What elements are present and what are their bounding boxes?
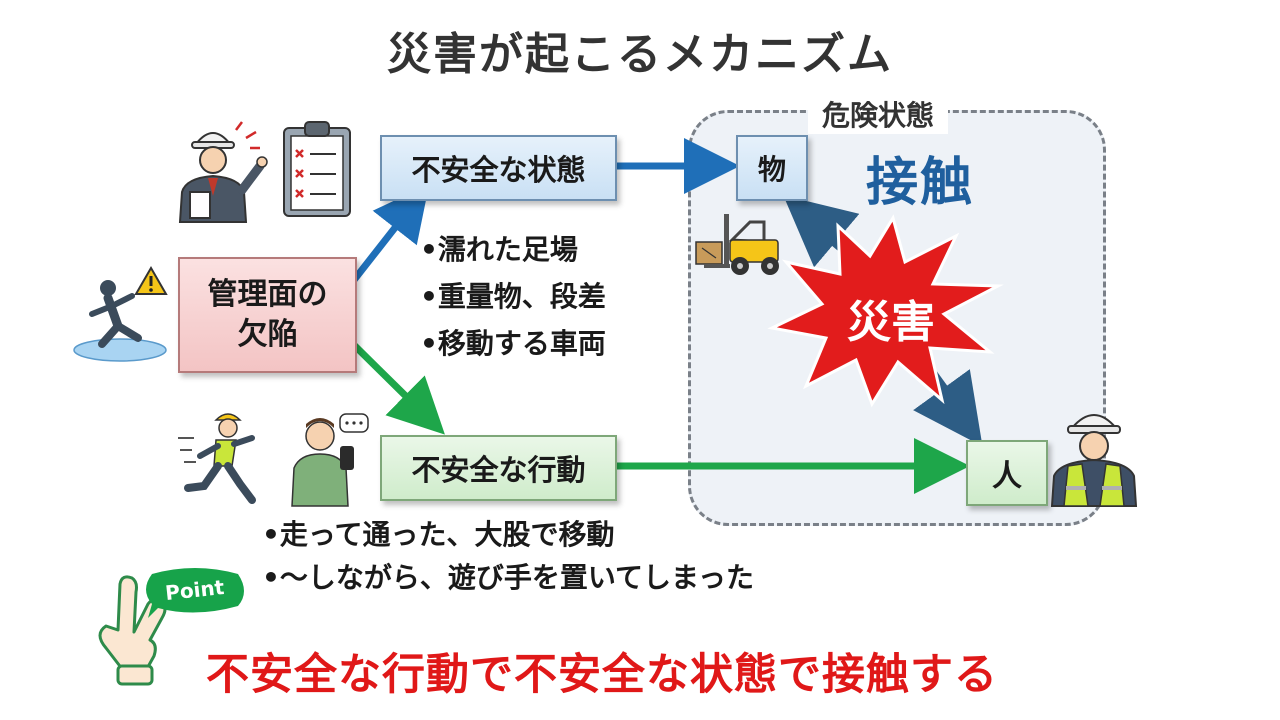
contact-label: 接触 bbox=[866, 153, 975, 213]
object-box: 物 bbox=[736, 135, 808, 201]
checklist-icon bbox=[283, 121, 351, 217]
management-defect-line-1: 管理面の bbox=[207, 277, 328, 312]
list-item: •移動する車両 bbox=[420, 327, 606, 360]
warning-icon bbox=[134, 265, 168, 295]
page-title: 災害が起こるメカニズム bbox=[387, 29, 893, 80]
running-worker-icon bbox=[178, 413, 256, 504]
arrow-mgmt-to-action bbox=[351, 342, 445, 435]
point-badge: Point bbox=[146, 568, 244, 618]
smartphone-user-icon bbox=[291, 413, 369, 507]
unsafe-action-examples: •走って通った、大股で移動 •〜しながら、遊び手を置いてしまった bbox=[262, 513, 754, 599]
list-item: •濡れた足場 bbox=[420, 233, 578, 266]
list-item: •重量物、段差 bbox=[420, 280, 606, 313]
list-item: •〜しながら、遊び手を置いてしまった bbox=[262, 561, 754, 594]
safety-worker-icon bbox=[1050, 414, 1138, 507]
slip-fall-icon bbox=[73, 280, 167, 362]
unsafe-action-box: 不安全な行動 bbox=[380, 435, 617, 501]
danger-zone-label: 危険状態 bbox=[808, 94, 949, 134]
forklift-icon bbox=[695, 214, 779, 275]
unsafe-condition-box: 不安全な状態 bbox=[380, 135, 617, 201]
list-item: •走って通った、大股で移動 bbox=[262, 518, 615, 551]
arrow-mgmt-to-condition bbox=[351, 183, 430, 283]
disaster-label: 災害 bbox=[847, 297, 935, 348]
supervisor-pointing-icon bbox=[178, 121, 268, 223]
management-defect-line-2: 欠陥 bbox=[237, 317, 298, 352]
point-message: 不安全な行動で不安全な状態で接触する bbox=[206, 650, 998, 700]
disaster-burst bbox=[767, 214, 1004, 408]
person-box: 人 bbox=[966, 440, 1048, 506]
unsafe-condition-examples: •濡れた足場 •重量物、段差 •移動する車両 bbox=[420, 226, 606, 367]
pointing-hand-icon bbox=[98, 575, 167, 686]
management-defect-box: 管理面の 欠陥 bbox=[178, 257, 357, 373]
